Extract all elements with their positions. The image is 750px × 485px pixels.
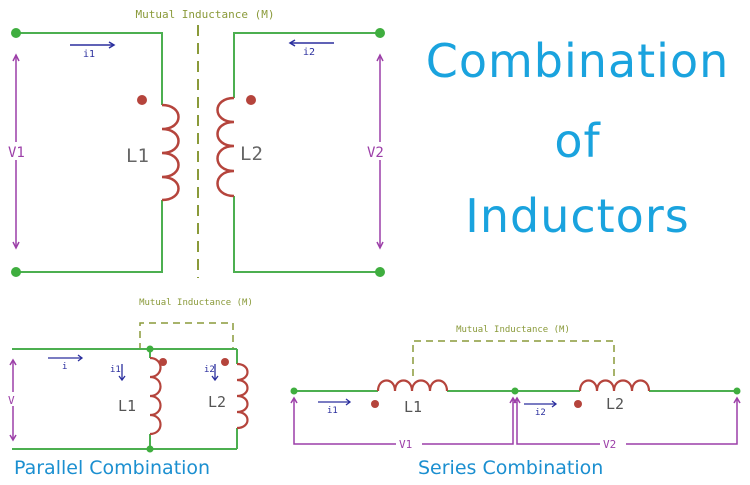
top-v1-arrow-head-up [12, 53, 20, 62]
top-node-br [375, 267, 385, 277]
ser-v1-label-bg [396, 436, 422, 450]
ser-node-mid [511, 387, 519, 395]
parallel-caption: Parallel Combination [14, 457, 211, 479]
par-i1-arrow-head [118, 375, 126, 382]
top-i2-arrow-head [288, 39, 296, 47]
par-dot-l2 [221, 358, 229, 366]
par-coil-l2 [236, 362, 249, 430]
ser-label-l1: L1 [404, 398, 422, 416]
ser-label-v2: V2 [603, 438, 616, 451]
top-label-v1: V1 [8, 145, 25, 161]
ser-label-l2: L2 [606, 395, 624, 413]
title-line-of: of [554, 114, 601, 168]
ser-mutual-label: Mutual Inductance (M) [456, 325, 570, 335]
ser-v2-arrow-right [733, 396, 741, 404]
top-v2-arrow-head-down [376, 241, 384, 250]
top-label-l1: L1 [126, 145, 149, 167]
par-v-arrow-head-up [9, 358, 17, 366]
ser-coil-l1 [376, 379, 449, 392]
par-mutual-line [139, 322, 234, 350]
top-dot-l1 [137, 95, 147, 105]
par-label-i1: i1 [110, 365, 121, 375]
top-node-tl [11, 28, 21, 38]
top-right-wire-bottom [233, 196, 380, 273]
series-circuit: Mutual Inductance (M) L1 L2 i1 i2 V1 V2 [290, 325, 741, 451]
par-dot-l1 [159, 358, 167, 366]
par-node-top [146, 345, 154, 353]
par-i2-arrow-head [211, 375, 219, 382]
par-node-bottom [146, 445, 154, 453]
ser-label-i1: i1 [327, 406, 338, 416]
ser-label-i2: i2 [535, 408, 546, 418]
top-right-wire-top [233, 32, 380, 98]
parallel-circuit: Mutual Inductance (M) V i i1 i2 L1 L2 [6, 298, 253, 453]
ser-v2-arrow-left [513, 396, 521, 404]
par-v-label-bg [6, 392, 20, 406]
ser-dot-l1 [371, 400, 379, 408]
series-caption: Series Combination [418, 457, 604, 479]
top-circuit: Mutual Inductance (M) L1 L2 V1 V2 [5, 8, 395, 278]
ser-i1-arrow-head [345, 398, 352, 406]
title-line-combination: Combination [425, 34, 730, 88]
top-v2-arrow-head-up [376, 53, 384, 62]
top-dot-l2 [246, 95, 256, 105]
top-coil-l1 [161, 103, 180, 202]
par-label-i2: i2 [204, 365, 215, 375]
top-label-i2: i2 [303, 47, 315, 58]
ser-v2-bracket [516, 398, 738, 445]
top-v1-label-bg [5, 142, 31, 160]
top-left-wire-bottom [16, 200, 163, 273]
top-label-v2: V2 [367, 145, 384, 161]
top-coil-l2 [216, 96, 235, 198]
par-label-i: i [62, 362, 67, 372]
top-v1-arrow-head-down [12, 241, 20, 250]
top-left-wire-top [16, 32, 163, 105]
top-mutual-label: Mutual Inductance (M) [135, 8, 274, 21]
ser-v2-label-bg [600, 436, 626, 450]
top-v2-label-bg [365, 142, 395, 160]
top-label-i1: i1 [83, 49, 95, 60]
ser-label-v1: V1 [399, 438, 412, 451]
par-i-arrow-head [77, 354, 84, 362]
ser-node-left [290, 387, 298, 395]
par-label-l1: L1 [118, 397, 136, 415]
title-line-inductors: Inductors [465, 189, 690, 243]
ser-dot-l2 [574, 400, 582, 408]
ser-coil-l2 [578, 379, 651, 392]
top-i1-arrow-head [108, 41, 116, 49]
ser-v1-arrow-left [290, 396, 298, 404]
top-node-bl [11, 267, 21, 277]
par-v-arrow-head-down [9, 434, 17, 442]
top-node-tr [375, 28, 385, 38]
par-label-v: V [8, 394, 15, 407]
par-mutual-label: Mutual Inductance (M) [139, 298, 253, 308]
ser-node-right [733, 387, 741, 395]
par-coil-l1 [149, 356, 162, 436]
top-label-l2: L2 [240, 143, 263, 165]
par-label-l2: L2 [208, 393, 226, 411]
ser-mutual-line [412, 340, 615, 376]
ser-i2-arrow-head [551, 400, 558, 408]
